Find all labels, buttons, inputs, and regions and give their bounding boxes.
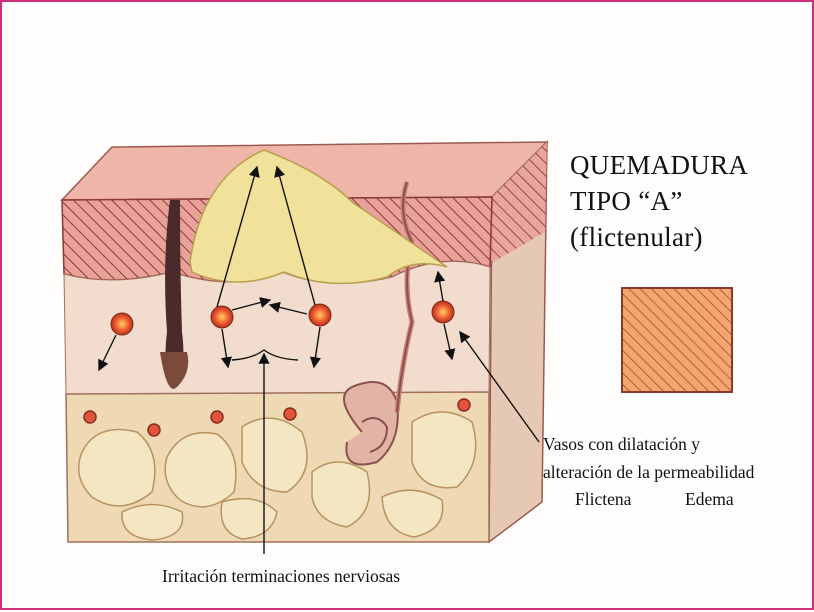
label-vessels-2: alteración de la permeabilidad bbox=[543, 462, 754, 483]
label-nerve-irritation: Irritación terminaciones nerviosas bbox=[162, 566, 400, 587]
label-edema: Edema bbox=[685, 489, 734, 510]
title-line-1: QUEMADURA bbox=[570, 150, 748, 181]
title-line-3: (flictenular) bbox=[570, 222, 703, 253]
title-line-2: TIPO “A” bbox=[570, 186, 683, 217]
label-vessels-1: Vasos con dilatación y bbox=[543, 434, 700, 455]
burn-color-swatch bbox=[622, 288, 732, 392]
label-flictena: Flictena bbox=[575, 489, 631, 510]
